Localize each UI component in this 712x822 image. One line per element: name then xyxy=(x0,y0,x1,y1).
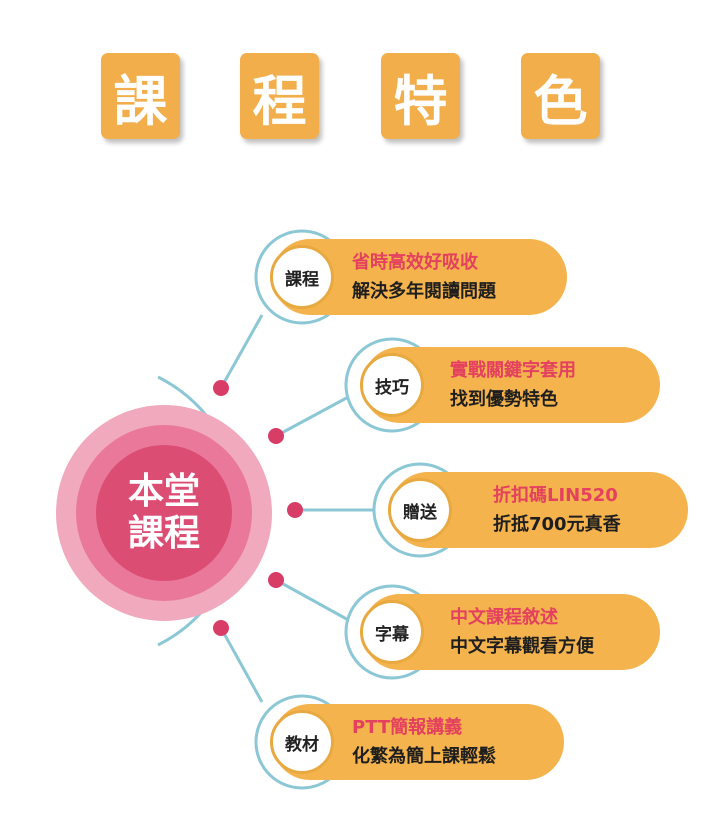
feature-badge-3: 贈送 xyxy=(388,478,452,542)
feature-text-1: 省時高效好吸收 解決多年閱讀問題 xyxy=(352,239,496,315)
feature-detail-4: 中文字幕觀看方便 xyxy=(450,636,594,657)
arc-node-3 xyxy=(287,502,303,518)
feature-text-5: PTT簡報講義 化繁為簡上課輕鬆 xyxy=(352,704,496,780)
arc-node-4 xyxy=(268,572,284,588)
center-label: 本堂 課程 xyxy=(94,443,234,583)
feature-badge-2: 技巧 xyxy=(360,353,424,417)
feature-text-3: 折扣碼LIN520 折抵700元真香 xyxy=(493,472,621,548)
title-tile-2: 程 xyxy=(240,53,319,139)
connector-1 xyxy=(219,314,264,389)
connector-5 xyxy=(219,627,264,703)
feature-badge-5: 教材 xyxy=(270,710,334,774)
title-tile-3: 特 xyxy=(381,53,460,139)
feature-detail-2: 找到優勢特色 xyxy=(450,389,558,410)
feature-badge-1: 課程 xyxy=(270,245,334,309)
feature-badge-4: 字幕 xyxy=(360,600,424,664)
feature-text-4: 中文課程敘述 中文字幕觀看方便 xyxy=(450,594,594,670)
feature-headline-2: 實戰關鍵字套用 xyxy=(450,360,576,381)
feature-headline-1: 省時高效好吸收 xyxy=(352,252,478,273)
center-label-line-2: 課程 xyxy=(127,513,200,554)
center-circle-inner xyxy=(96,445,232,581)
arc-node-1 xyxy=(213,380,229,396)
feature-detail-1: 解決多年閱讀問題 xyxy=(352,281,496,302)
connector-2 xyxy=(275,393,353,438)
title-banner: 課 程 特 色 xyxy=(0,0,712,160)
title-tile-1: 課 xyxy=(101,53,180,139)
arc-node-5 xyxy=(213,620,229,636)
feature-text-2: 實戰關鍵字套用 找到優勢特色 xyxy=(450,347,576,423)
feature-headline-5: PTT簡報講義 xyxy=(352,717,463,738)
feature-detail-3: 折抵700元真香 xyxy=(493,514,621,535)
connector-4 xyxy=(275,578,353,624)
feature-detail-5: 化繁為簡上課輕鬆 xyxy=(352,746,496,767)
center-label-line-1: 本堂 xyxy=(127,470,200,512)
arc-node-2 xyxy=(268,428,284,444)
feature-headline-4: 中文課程敘述 xyxy=(450,607,558,628)
feature-headline-3: 折扣碼LIN520 xyxy=(493,485,618,506)
title-tile-4: 色 xyxy=(521,53,600,139)
